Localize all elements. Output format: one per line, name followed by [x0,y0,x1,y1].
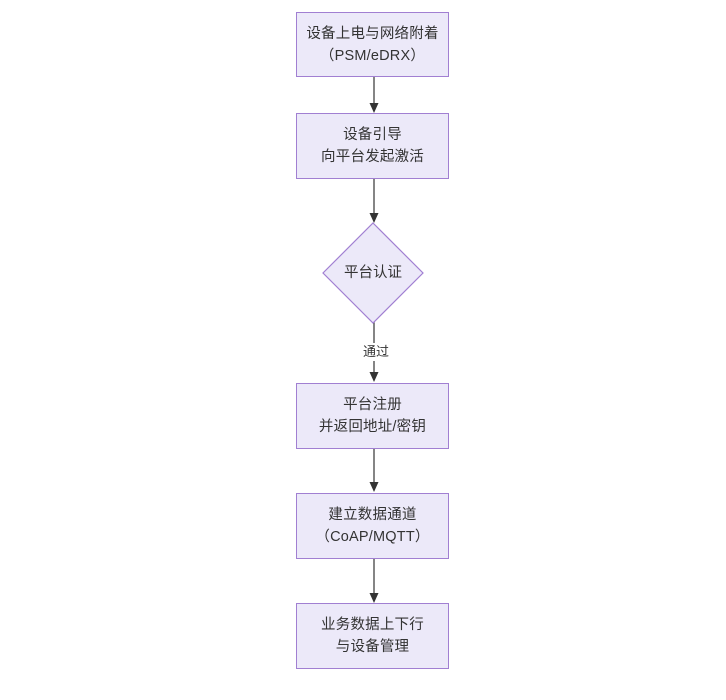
node-data-channel[interactable]: 建立数据通道 （CoAP/MQTT） [296,493,449,559]
edge-power-on-to-bootstrap [369,76,379,113]
node-platform-auth-label: 平台认证 [344,265,402,281]
node-power-on-line-2: （PSM/eDRX） [319,47,426,64]
edge-bootstrap-to-platform-auth [369,179,379,223]
edge-label-pass: 通过 [355,343,397,361]
diamond-shape [322,222,424,324]
node-data-channel-line-1: 建立数据通道 [328,507,417,523]
node-bootstrap-line-2: 向平台发起激活 [321,149,424,165]
node-power-on-line-1: 设备上电与网络附着 [306,25,439,42]
node-bootstrap-line-1: 设备引导 [343,127,402,143]
node-platform-auth[interactable]: 平台认证 [322,222,424,324]
node-business-data-line-2: 与设备管理 [335,639,410,655]
node-power-on[interactable]: 设备上电与网络附着 （PSM/eDRX） [296,12,449,77]
node-platform-register-line-1: 平台注册 [343,397,402,413]
edge-data-channel-to-business-data [369,559,379,603]
edge-platform-register-to-data-channel [369,449,379,492]
node-bootstrap[interactable]: 设备引导 向平台发起激活 [296,113,449,179]
node-business-data[interactable]: 业务数据上下行 与设备管理 [296,603,449,669]
node-business-data-line-1: 业务数据上下行 [321,617,424,633]
node-platform-register[interactable]: 平台注册 并返回地址/密钥 [296,383,449,449]
node-data-channel-line-2: （CoAP/MQTT） [315,529,430,545]
node-platform-register-line-2: 并返回地址/密钥 [318,419,427,435]
